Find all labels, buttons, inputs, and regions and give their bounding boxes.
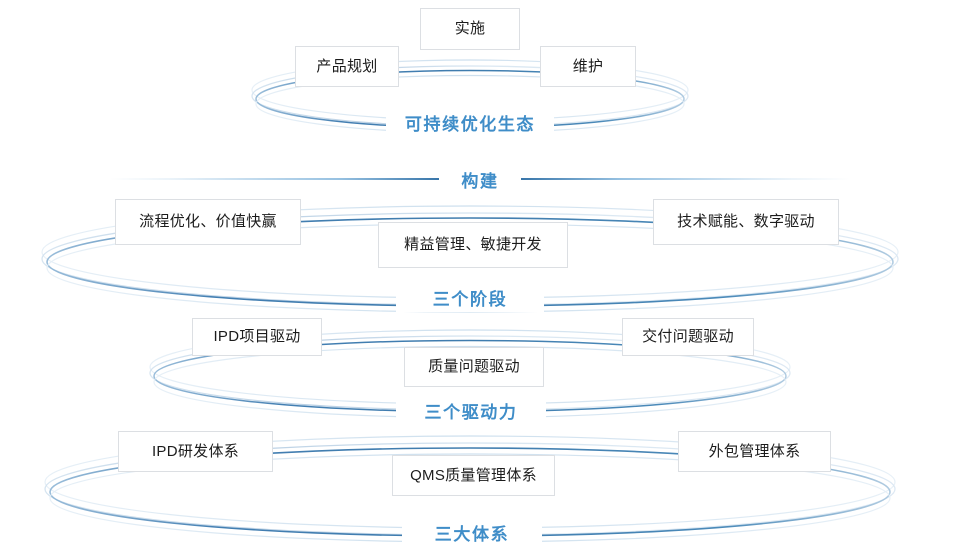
node-box-tier2-center[interactable]: 精益管理、敏捷开发 <box>378 222 568 268</box>
node-box-tier3-center[interactable]: 质量问题驱动 <box>404 347 544 387</box>
tier-label-drivers: 三个驱动力 <box>396 396 546 425</box>
node-box-tier1-center[interactable]: 实施 <box>420 8 520 50</box>
tier-label-stages: 三个阶段 <box>396 283 544 312</box>
node-box-tier1-left[interactable]: 产品规划 <box>295 46 399 87</box>
divider-label: 构建 <box>461 171 499 191</box>
node-box-tier4-right[interactable]: 外包管理体系 <box>678 431 831 472</box>
node-box-tier3-left[interactable]: IPD项目驱动 <box>192 318 322 356</box>
node-box-tier4-center[interactable]: QMS质量管理体系 <box>392 455 555 496</box>
tier-label-ecosystem: 可持续优化生态 <box>386 108 554 137</box>
node-box-tier3-right[interactable]: 交付问题驱动 <box>622 318 754 356</box>
divider-rule-left <box>110 178 440 180</box>
node-box-tier4-left[interactable]: IPD研发体系 <box>118 431 273 472</box>
node-box-tier1-right[interactable]: 维护 <box>540 46 636 87</box>
divider-rule-right <box>520 178 851 180</box>
tier-label-systems: 三大体系 <box>402 518 542 547</box>
node-box-tier2-right[interactable]: 技术赋能、数字驱动 <box>653 199 839 245</box>
node-box-tier2-left[interactable]: 流程优化、价值快赢 <box>115 199 301 245</box>
divider-build: 构建 <box>110 166 851 192</box>
